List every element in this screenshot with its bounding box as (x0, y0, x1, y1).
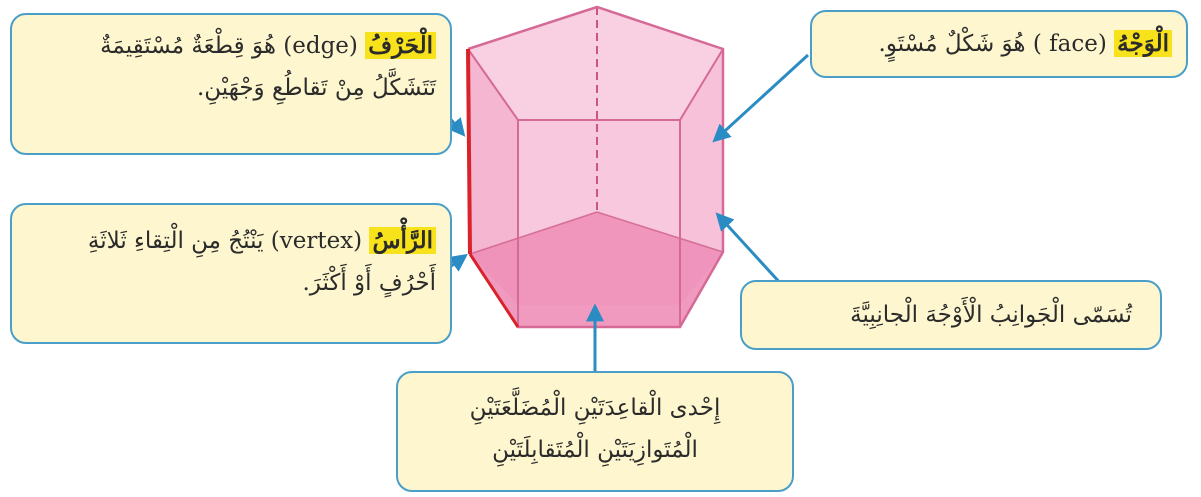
edge-term: الْحَرْفُ (365, 32, 436, 59)
highlighted-edge (466, 48, 472, 255)
prism-bottom-base (470, 212, 723, 327)
base-definition-callout: إِحْدى الْقاعِدَتَيْنِ الْمُضَلَّعَتَيْن… (396, 371, 794, 492)
base-definition-line-2: الْمُتَوازِيَتَيْنِ الْمُتَقابِلَتَيْنِ (492, 437, 698, 463)
highlighted-edge-lower (468, 253, 520, 328)
face-english: ( face) (1032, 31, 1107, 57)
vertex-definition-line-1: الرَّأْسُ (vertex) يَنْتُجُ مِنِ الْتِقا… (22, 220, 436, 262)
vertex-term: الرَّأْسُ (369, 227, 436, 254)
face-definition-line: الْوَجْهُ ( face) هُوَ شَكْلٌ مُسْتَوٍ. (822, 23, 1172, 65)
base-definition-line-1: إِحْدى الْقاعِدَتَيْنِ الْمُضَلَّعَتَيْن… (469, 395, 721, 421)
face-term: الْوَجْهُ (1114, 30, 1172, 57)
side-face-arrow (715, 212, 784, 287)
edge-definition-line-2: تَتَشَكَّلُ مِنْ تَقاطُعِ وَجْهَيْنِ. (196, 75, 436, 101)
vertex-definition-text: يَنْتُجُ مِنِ الْتِقاءِ ثَلاثَةِ (87, 228, 271, 254)
vertex-definition-line-2: أَحْرُفٍ أَوْ أَكْثَرَ. (302, 270, 436, 296)
face-definition-text: هُوَ شَكْلٌ مُسْتَوٍ. (878, 31, 1033, 57)
face-definition-callout: الْوَجْهُ ( face) هُوَ شَكْلٌ مُسْتَوٍ. (810, 10, 1188, 78)
prism-top-face (468, 7, 723, 120)
face-arrow (712, 53, 810, 143)
pentagonal-prism (466, 5, 725, 329)
edge-definition-callout: الْحَرْفُ (edge) هُوَ قِطْعَةٌ مُسْتَقِي… (10, 13, 452, 155)
edge-definition-line-1: الْحَرْفُ (edge) هُوَ قِطْعَةٌ مُسْتَقِي… (22, 25, 436, 67)
vertex-english: (vertex) (270, 228, 363, 254)
vertex-definition-callout: الرَّأْسُ (vertex) يَنْتُجُ مِنِ الْتِقا… (10, 203, 452, 344)
top-front-edges (467, 48, 724, 121)
prism-left-face (468, 49, 518, 305)
lateral-faces-callout: تُسَمّى الْجَوانِبُ الْأَوْجُهَ الْجانِب… (740, 280, 1162, 350)
edge-definition-text: هُوَ قِطْعَةٌ مُسْتَقِيمَةٌ (100, 33, 284, 59)
hidden-base-edge-right (596, 211, 724, 253)
edge-english: (edge) (283, 33, 358, 59)
lateral-faces-text: تُسَمّى الْجَوانِبُ الْأَوْجُهَ الْجانِب… (850, 302, 1132, 328)
hidden-base-edge-left (469, 211, 598, 255)
